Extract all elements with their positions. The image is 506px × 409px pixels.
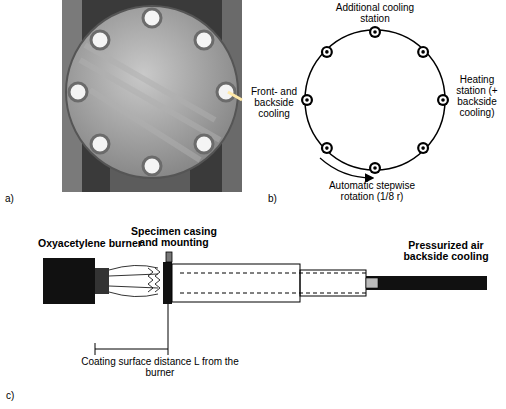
specimen-station xyxy=(323,144,331,152)
figure-label: Pressurized air backside cooling xyxy=(398,240,494,262)
figure-label: a) xyxy=(5,193,25,204)
rotation-wheel xyxy=(301,26,449,178)
specimen-station xyxy=(305,98,309,102)
figure-label: b) xyxy=(268,193,288,204)
specimen-station xyxy=(323,48,331,56)
figure-label: Automatic stepwise rotation (1/8 r) xyxy=(322,180,422,202)
specimen-station xyxy=(373,166,377,170)
specimen-station xyxy=(437,94,449,106)
specimen-station xyxy=(301,94,313,106)
specimen-station xyxy=(439,96,447,104)
specimen-station xyxy=(441,98,445,102)
figure-label: Additional cooling station xyxy=(335,2,415,24)
figure-label: Specimen casing and mounting xyxy=(128,226,220,248)
specimen-station xyxy=(417,142,429,154)
specimen-station xyxy=(417,46,429,58)
figure-label: Coating surface distance L from the burn… xyxy=(80,356,240,378)
specimen-station xyxy=(373,30,377,34)
specimen-station xyxy=(421,146,425,150)
specimen-station xyxy=(321,142,333,154)
specimen-station xyxy=(371,164,379,172)
specimen-station xyxy=(325,146,329,150)
specimen-station xyxy=(369,162,381,174)
test-rig xyxy=(43,252,487,355)
specimen-station xyxy=(325,50,329,54)
figure-label: Front- and backside cooling xyxy=(246,86,302,119)
specimen-station xyxy=(369,26,381,38)
figure-label: Heating station (+ backside cooling) xyxy=(449,74,505,118)
specimen-station xyxy=(371,28,379,36)
specimen-station xyxy=(321,46,333,58)
photo xyxy=(62,0,242,192)
specimen-station xyxy=(421,50,425,54)
specimen-station xyxy=(419,48,427,56)
specimen-station xyxy=(419,144,427,152)
specimen-station xyxy=(303,96,311,104)
figure-label: c) xyxy=(6,390,26,401)
